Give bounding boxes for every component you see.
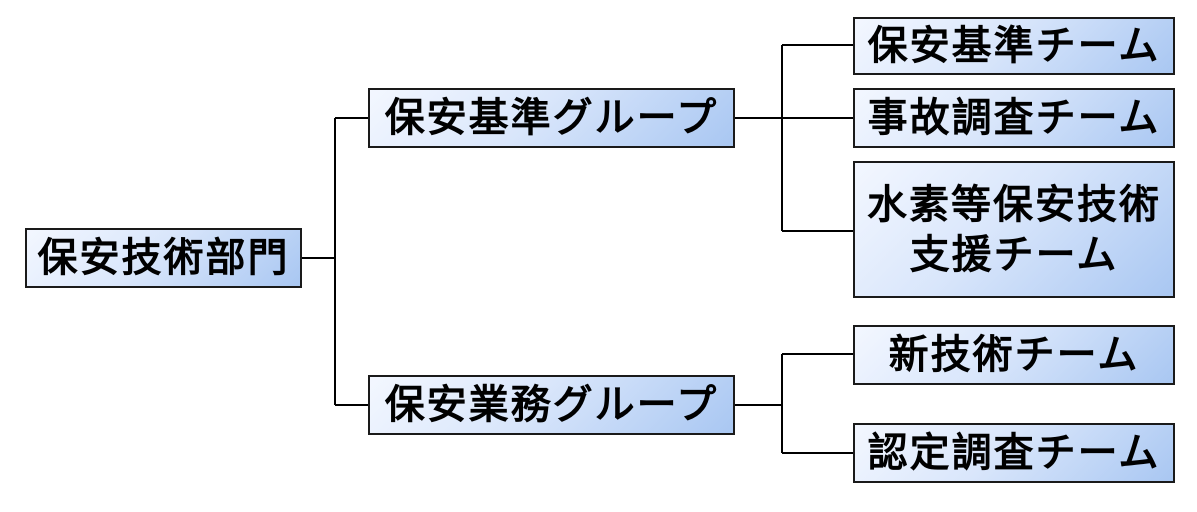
team-box-hydrogen-safety-support: 水素等保安技術 支援チーム	[853, 161, 1175, 298]
team-box-certification-investigation: 認定調査チーム	[853, 423, 1175, 483]
team-box-safety-standards: 保安基準チーム	[853, 17, 1175, 75]
team-box-new-technology: 新技術チーム	[853, 325, 1175, 385]
root-department-label: 保安技術部門	[37, 235, 290, 281]
team-label-line-1: 水素等保安技術	[867, 181, 1161, 228]
connector-root-to-groups	[302, 117, 370, 406]
team-box-accident-investigation: 事故調査チーム	[853, 88, 1175, 148]
group-label: 保安基準グループ	[384, 95, 719, 141]
team-label: 保安基準チーム	[867, 23, 1161, 69]
group-box-safety-standards: 保安基準グループ	[368, 88, 735, 148]
group-label: 保安業務グループ	[384, 382, 719, 428]
team-label: 新技術チーム	[888, 332, 1140, 378]
root-department-box: 保安技術部門	[25, 228, 302, 288]
group-box-safety-operations: 保安業務グループ	[368, 375, 735, 435]
team-label: 事故調査チーム	[867, 95, 1161, 141]
connector-group1-to-teams	[735, 44, 855, 232]
team-label-line-2: 支援チーム	[909, 231, 1119, 278]
team-label: 認定調査チーム	[867, 430, 1161, 476]
connector-group2-to-teams	[735, 353, 855, 454]
